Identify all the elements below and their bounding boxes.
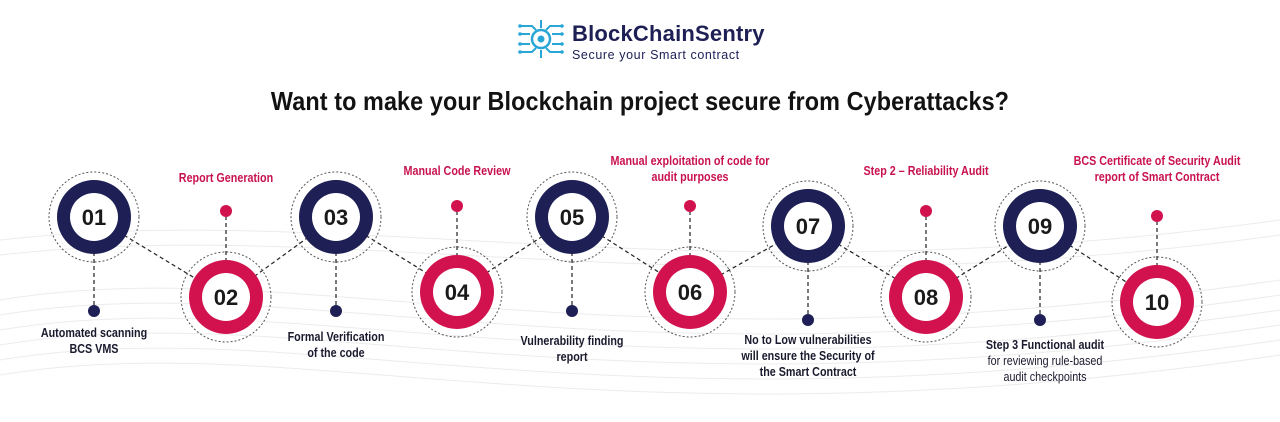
inner-circle: [1133, 278, 1181, 326]
step-label-line: Manual Code Review: [403, 164, 511, 178]
step-label-line: report of Smart Contract: [1094, 170, 1220, 184]
step-label-line: of the code: [307, 346, 365, 360]
step-number: 01: [82, 205, 106, 230]
step-number: 06: [678, 280, 702, 305]
outer-ring: [994, 180, 1086, 272]
step-number: 10: [1145, 290, 1169, 315]
outer-ring: [48, 171, 140, 263]
step-label-line: Manual exploitation of code for: [610, 154, 770, 168]
pin-dot: [330, 305, 342, 317]
step-label-07: No to Low vulnerabilities will ensure the…: [726, 332, 889, 380]
step-number: 02: [214, 285, 238, 310]
page-headline: Want to make your Blockchain project sec…: [270, 86, 1010, 116]
step-label-line: Step 3 Functional audit: [985, 338, 1105, 352]
step-label-subline: for reviewing rule-based: [987, 354, 1103, 368]
brand-logo: BlockChainSentry Secure your Smart contr…: [518, 16, 768, 64]
inner-circle: [1016, 202, 1064, 250]
pin-dot: [1034, 314, 1046, 326]
step-label-line: will ensure the Security of: [741, 349, 875, 363]
step-label-02: Report Generation: [157, 170, 295, 186]
step-label-line: BCS VMS: [69, 342, 119, 356]
pin-dot: [566, 305, 578, 317]
step-label-10: BCS Certificate of Security Audit report …: [1062, 153, 1251, 185]
pin-dot: [220, 205, 232, 217]
outer-ring: [526, 171, 618, 263]
step-label-03: Formal Verification of the code: [267, 329, 405, 361]
step-label-line: Step 2 – Reliability Audit: [863, 164, 989, 178]
outer-ring: [180, 251, 272, 343]
step-number: 07: [796, 214, 820, 239]
circuit-shield-icon: [518, 20, 564, 58]
step-number: 08: [914, 285, 938, 310]
pin-dot: [684, 200, 696, 212]
inner-circle: [548, 193, 596, 241]
outer-ring: [411, 246, 503, 338]
pin-dot: [920, 205, 932, 217]
outer-ring: [880, 251, 972, 343]
pin-dot: [802, 314, 814, 326]
step-label-08: Step 2 – Reliability Audit: [844, 163, 1007, 179]
step-number: 09: [1028, 214, 1052, 239]
pin-dot: [451, 200, 463, 212]
pin-dot: [88, 305, 100, 317]
step-label-line: No to Low vulnerabilities: [744, 333, 872, 347]
step-label-line: Vulnerability finding: [520, 334, 624, 348]
inner-circle: [784, 202, 832, 250]
step-label-05: Vulnerability finding report: [503, 333, 641, 365]
outer-ring: [1111, 256, 1203, 348]
outer-ring: [290, 171, 382, 263]
step-label-04: Manual Code Review: [388, 163, 526, 179]
step-label-line: Report Generation: [178, 171, 274, 185]
outer-ring: [644, 246, 736, 338]
step-label-subline: audit checkpoints: [1003, 370, 1087, 384]
step-label-line: Automated scanning: [40, 326, 148, 340]
inner-circle: [312, 193, 360, 241]
inner-circle: [202, 273, 250, 321]
step-label-line: report: [556, 350, 588, 364]
inner-circle: [666, 268, 714, 316]
step-label-09: Step 3 Functional audit for reviewing rul…: [963, 337, 1126, 385]
step-number: 04: [445, 280, 470, 305]
step-number: 05: [560, 205, 584, 230]
inner-circle: [902, 273, 950, 321]
outer-ring: [762, 180, 854, 272]
step-label-line: BCS Certificate of Security Audit: [1073, 154, 1241, 168]
inner-circle: [433, 268, 481, 316]
step-number: 03: [324, 205, 348, 230]
pin-dot: [1151, 210, 1163, 222]
inner-circle: [70, 193, 118, 241]
step-label-line: the Smart Contract: [759, 365, 857, 379]
step-label-06: Manual exploitation of code for audit pur…: [600, 153, 781, 185]
step-label-line: Formal Verification: [287, 330, 385, 344]
brand-tagline: Secure your Smart contract: [572, 48, 740, 62]
step-label-line: audit purposes: [651, 170, 729, 184]
brand-name: BlockChainSentry: [572, 21, 765, 46]
